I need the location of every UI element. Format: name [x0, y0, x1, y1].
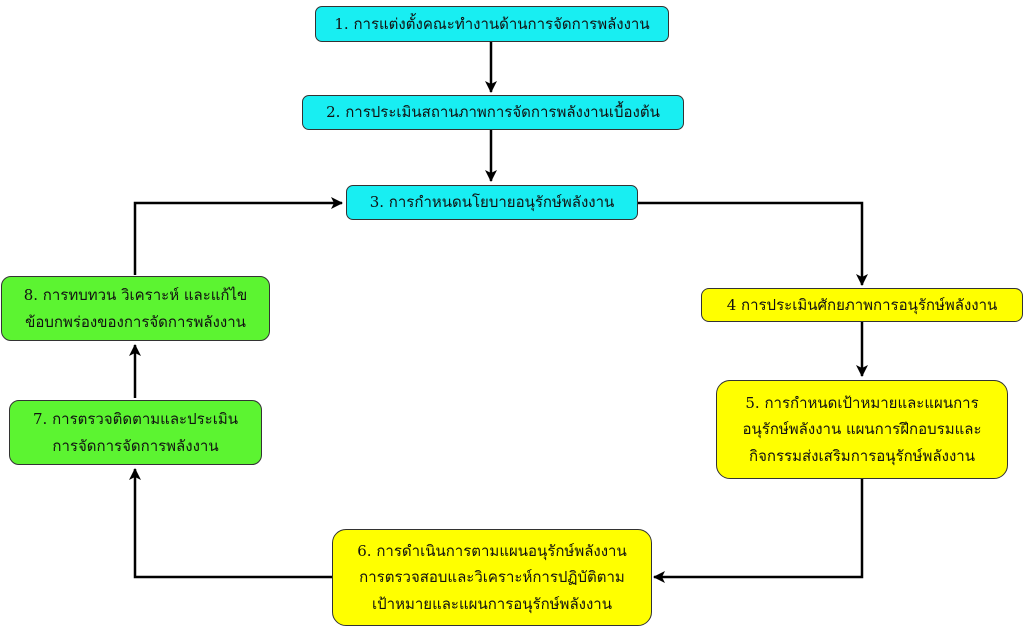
step-4-line-1: 4 การประเมินศักยภาพการอนุรักษ์พลังงาน: [726, 295, 998, 314]
step-5-line-1: 5. การกำหนดเป้าหมายและแผนการ: [745, 394, 979, 413]
step-2-box: 2. การประเมินสถานภาพการจัดการพลังงานเบื้…: [302, 95, 684, 130]
arrow-step3-to-step4: [638, 201, 868, 286]
step-7-box: 7. การตรวจติดตามและประเมิน การจัดการจัดก…: [9, 400, 262, 465]
step-5-line-3: กิจกรรมส่งเสริมการอนุรักษ์พลังงาน: [749, 446, 975, 465]
step-6-line-2: การตรวจสอบและวิเคราะห์การปฏิบัติตาม: [359, 568, 625, 587]
step-1-line-1: 1. การแต่งตั้งคณะทำงานด้านการจัดการพลังง…: [334, 14, 650, 33]
step-5-box: 5. การกำหนดเป้าหมายและแผนการ อนุรักษ์พลั…: [716, 380, 1008, 479]
step-3-line-1: 3. การกำหนดนโยบายอนุรักษ์พลังงาน: [369, 193, 615, 212]
step-3-box: 3. การกำหนดนโยบายอนุรักษ์พลังงาน: [346, 185, 638, 220]
step-4-box: 4 การประเมินศักยภาพการอนุรักษ์พลังงาน: [701, 288, 1023, 322]
step-5-line-2: อนุรักษ์พลังงาน แผนการฝึกอบรมและ: [742, 420, 982, 439]
step-2-line-1: 2. การประเมินสถานภาพการจัดการพลังงานเบื้…: [326, 103, 660, 122]
step-6-box: 6. การดำเนินการตามแผนอนุรักษ์พลังงาน การ…: [332, 529, 652, 626]
arrow-step8-to-step3: [133, 197, 343, 275]
step-6-line-3: เป้าหมายและแผนการอนุรักษ์พลังงาน: [372, 594, 612, 613]
step-8-line-1: 8. การทบทวน วิเคราะห์ และแก้ไข: [23, 286, 248, 305]
step-7-line-1: 7. การตรวจติดตามและประเมิน: [32, 410, 238, 429]
arrow-step5-to-step6: [653, 479, 864, 583]
arrow-step6-to-step7: [129, 468, 332, 579]
step-8-line-2: ข้อบกพร่องของการจัดการพลังงาน: [25, 312, 246, 331]
step-6-line-1: 6. การดำเนินการตามแผนอนุรักษ์พลังงาน: [357, 542, 627, 561]
step-7-line-2: การจัดการจัดการพลังงาน: [52, 436, 219, 455]
step-1-box: 1. การแต่งตั้งคณะทำงานด้านการจัดการพลังง…: [315, 6, 669, 42]
step-8-box: 8. การทบทวน วิเคราะห์ และแก้ไข ข้อบกพร่อ…: [1, 276, 270, 341]
